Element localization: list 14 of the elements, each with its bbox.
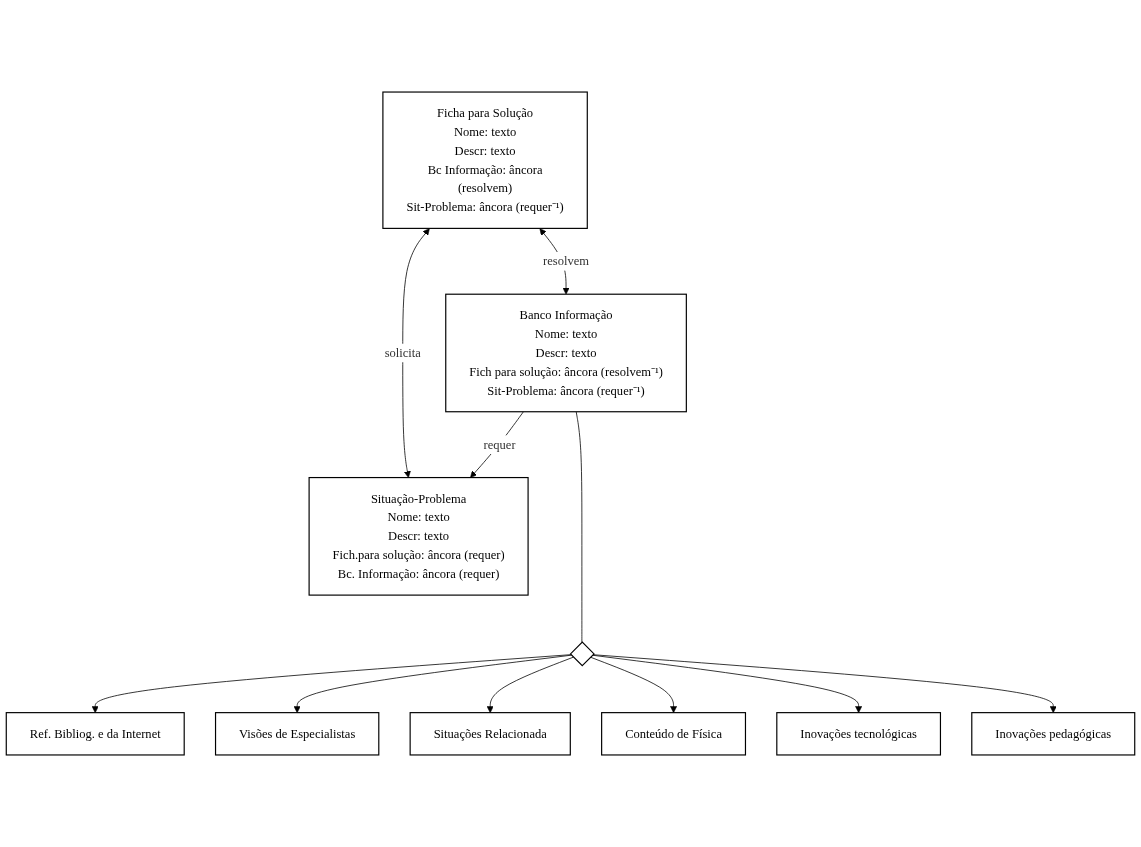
node-diamond — [569, 641, 595, 667]
connector — [575, 411, 583, 643]
node-box: Situação-Problema Nome: texto Descr: texto Fich.para solução: âncora (requer) Bc. Informação: âncora (requer) — [308, 477, 529, 596]
node-box: Ficha para Solução Nome: texto Descr: texto Bc Informação: âncora (resolvem) Sit-Problema: âncora (requer⁻¹) — [382, 91, 588, 229]
edge-label: resolvem — [543, 254, 590, 268]
node-box: Inovações pedagógicas — [971, 712, 1136, 756]
node-box: Banco Informação Nome: texto Descr: texto Fich para solução: âncora (resolvem⁻¹) Sit-Problema: âncora (requer⁻¹) — [445, 293, 687, 413]
node-box: Visões de Especialistas — [214, 712, 380, 756]
node-box: Situações Relacionada — [409, 712, 571, 756]
edge-label: solicita — [384, 345, 421, 360]
node-box: Conteúdo de Física — [601, 712, 747, 756]
edge-label: requer — [483, 437, 516, 451]
node-box: Inovações tecnológicas — [776, 712, 942, 756]
node-box: Ref. Bibliog. e da Internet — [5, 712, 185, 756]
